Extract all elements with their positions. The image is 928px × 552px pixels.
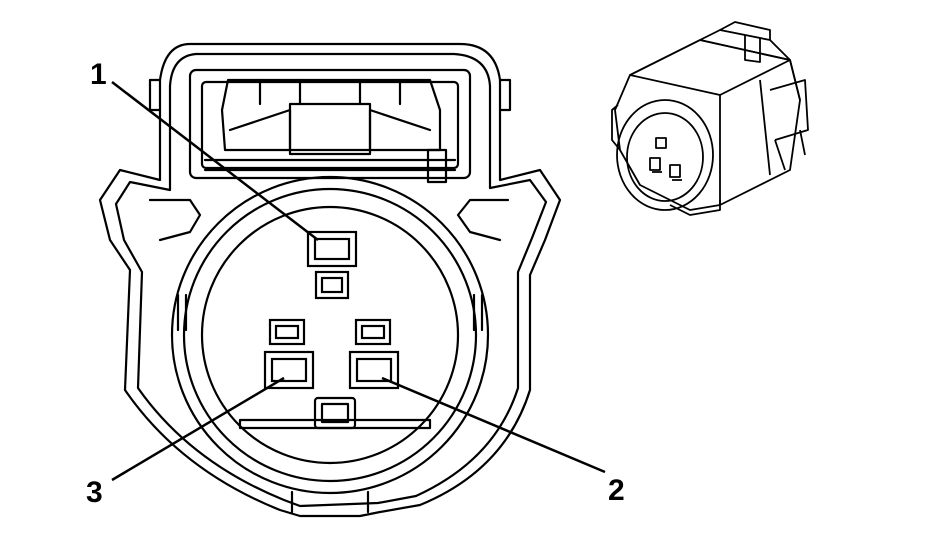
iso-pin-3: [649, 157, 661, 171]
latch-inner-frame: [200, 80, 460, 170]
cavity-3: [263, 350, 315, 390]
latch-lower-edge: [203, 158, 457, 172]
iso-left-flange: [611, 104, 621, 151]
cavity-1-lock-inner: [320, 276, 344, 294]
right-rib: [472, 293, 484, 332]
cavity-3-lock-inner: [274, 324, 300, 340]
right-ear: [498, 78, 512, 112]
callout-label-2: 2: [608, 474, 625, 507]
iso-pin-2: [669, 164, 681, 178]
callout-label-1: 1: [90, 58, 107, 91]
cavity-3-lock: [268, 318, 306, 346]
iso-top-face: [629, 39, 791, 96]
bottom-key-block-inner: [320, 402, 350, 424]
connector-face-view: [98, 42, 562, 518]
face-ring-inner: [200, 205, 460, 465]
iso-right-ribs: [769, 79, 809, 171]
iso-pin-marks: [652, 171, 682, 181]
left-rib: [176, 293, 188, 332]
cavity-3-inner: [270, 357, 308, 383]
latch-ramp-right: [368, 108, 432, 152]
bottom-key-bar: [238, 418, 432, 430]
face-ring-outer: [170, 175, 490, 495]
cavity-2-lock: [354, 318, 392, 346]
leader-line-3: [111, 376, 285, 482]
cavity-1-lock: [314, 270, 350, 300]
iso-side-lines: [719, 59, 801, 205]
iso-latch-box: [719, 21, 771, 63]
iso-face-outer: [616, 99, 714, 211]
iso-pin-1: [655, 137, 667, 149]
right-notch: [456, 198, 510, 242]
cavity-1-inner: [313, 237, 351, 261]
face-ring-middle: [182, 187, 478, 483]
cavity-1: [306, 230, 358, 268]
bottom-tabs: [290, 490, 370, 514]
callout-label-3: 3: [86, 476, 103, 509]
bottom-key-block: [313, 396, 357, 430]
iso-face-inner: [626, 112, 704, 202]
connector-isometric-view: [611, 21, 809, 216]
leader-lines: [111, 81, 606, 482]
leader-line-1: [111, 81, 319, 241]
left-notch: [148, 198, 202, 242]
cavity-2-inner: [355, 357, 393, 383]
latch-center: [288, 102, 372, 156]
left-ear: [148, 78, 162, 112]
housing-inner-outline: [114, 52, 548, 508]
cavity-2-lock-inner: [360, 324, 386, 340]
cavity-2: [348, 350, 400, 390]
latch-tabs: [258, 78, 402, 106]
latch-body: [220, 78, 442, 152]
terminal-cavities: [263, 230, 400, 390]
latch-ramp-left: [228, 108, 292, 152]
iso-body: [614, 39, 801, 211]
latch-detail-right: [426, 148, 448, 184]
leader-line-2: [381, 376, 606, 474]
iso-bottom-tab: [669, 200, 721, 216]
